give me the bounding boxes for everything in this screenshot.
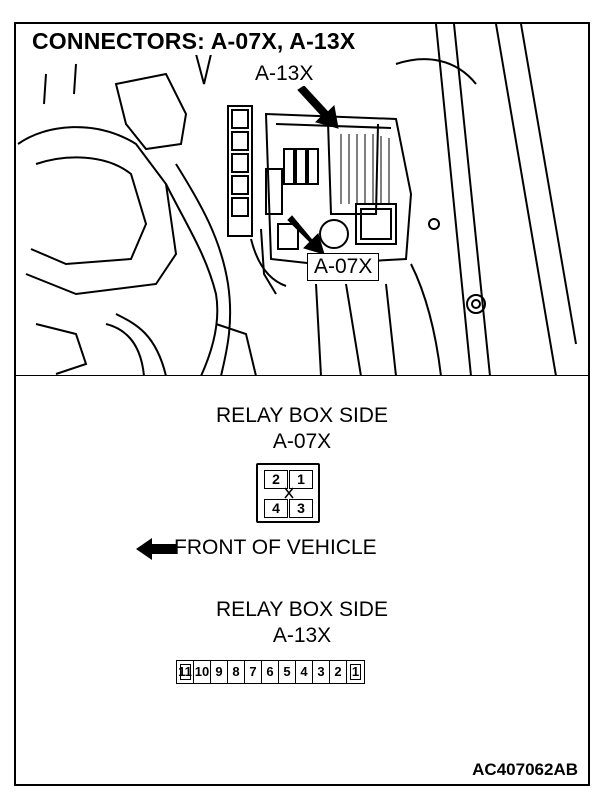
a13x-pin: 9 — [211, 661, 228, 683]
a13x-pin: 5 — [279, 661, 296, 683]
a07x-pin: 3 — [289, 499, 313, 518]
a13x-pin: 10 — [194, 661, 211, 683]
a07x-pin: 4 — [264, 499, 288, 518]
a13x-code-label: A-13X — [272, 624, 332, 647]
a07x-pin: 1 — [289, 470, 313, 489]
a07x-code-label: A-07X — [272, 430, 332, 453]
a13x-pin: 6 — [262, 661, 279, 683]
callout-a07x: A-07X — [307, 253, 380, 281]
a13x-pin: 1 — [347, 661, 364, 683]
connector-a07x-diagram: 2 1 4 3 — [256, 463, 320, 523]
latch-icon — [284, 487, 294, 499]
front-of-vehicle-label: FRONT OF VEHICLE — [174, 536, 377, 559]
a13x-pin: 3 — [313, 661, 330, 683]
a07x-side-label: RELAY BOX SIDE — [216, 404, 388, 427]
a13x-pin: 4 — [296, 661, 313, 683]
connector-a13x-diagram: 11 10 9 8 7 6 5 4 3 2 1 — [176, 660, 365, 684]
a13x-pin: 8 — [228, 661, 245, 683]
figure-id: AC407062AB — [472, 760, 578, 779]
a07x-pin: 2 — [264, 470, 288, 489]
a13x-pin: 2 — [330, 661, 347, 683]
page-title: CONNECTORS: A-07X, A-13X — [28, 28, 360, 55]
figure-frame — [14, 22, 590, 786]
callout-a13x: A-13X — [252, 62, 317, 86]
a13x-side-label: RELAY BOX SIDE — [216, 598, 388, 621]
front-arrow-icon — [136, 538, 176, 560]
a13x-pin: 11 — [177, 661, 194, 683]
a13x-pin: 7 — [245, 661, 262, 683]
engine-bay-illustration — [16, 24, 588, 376]
